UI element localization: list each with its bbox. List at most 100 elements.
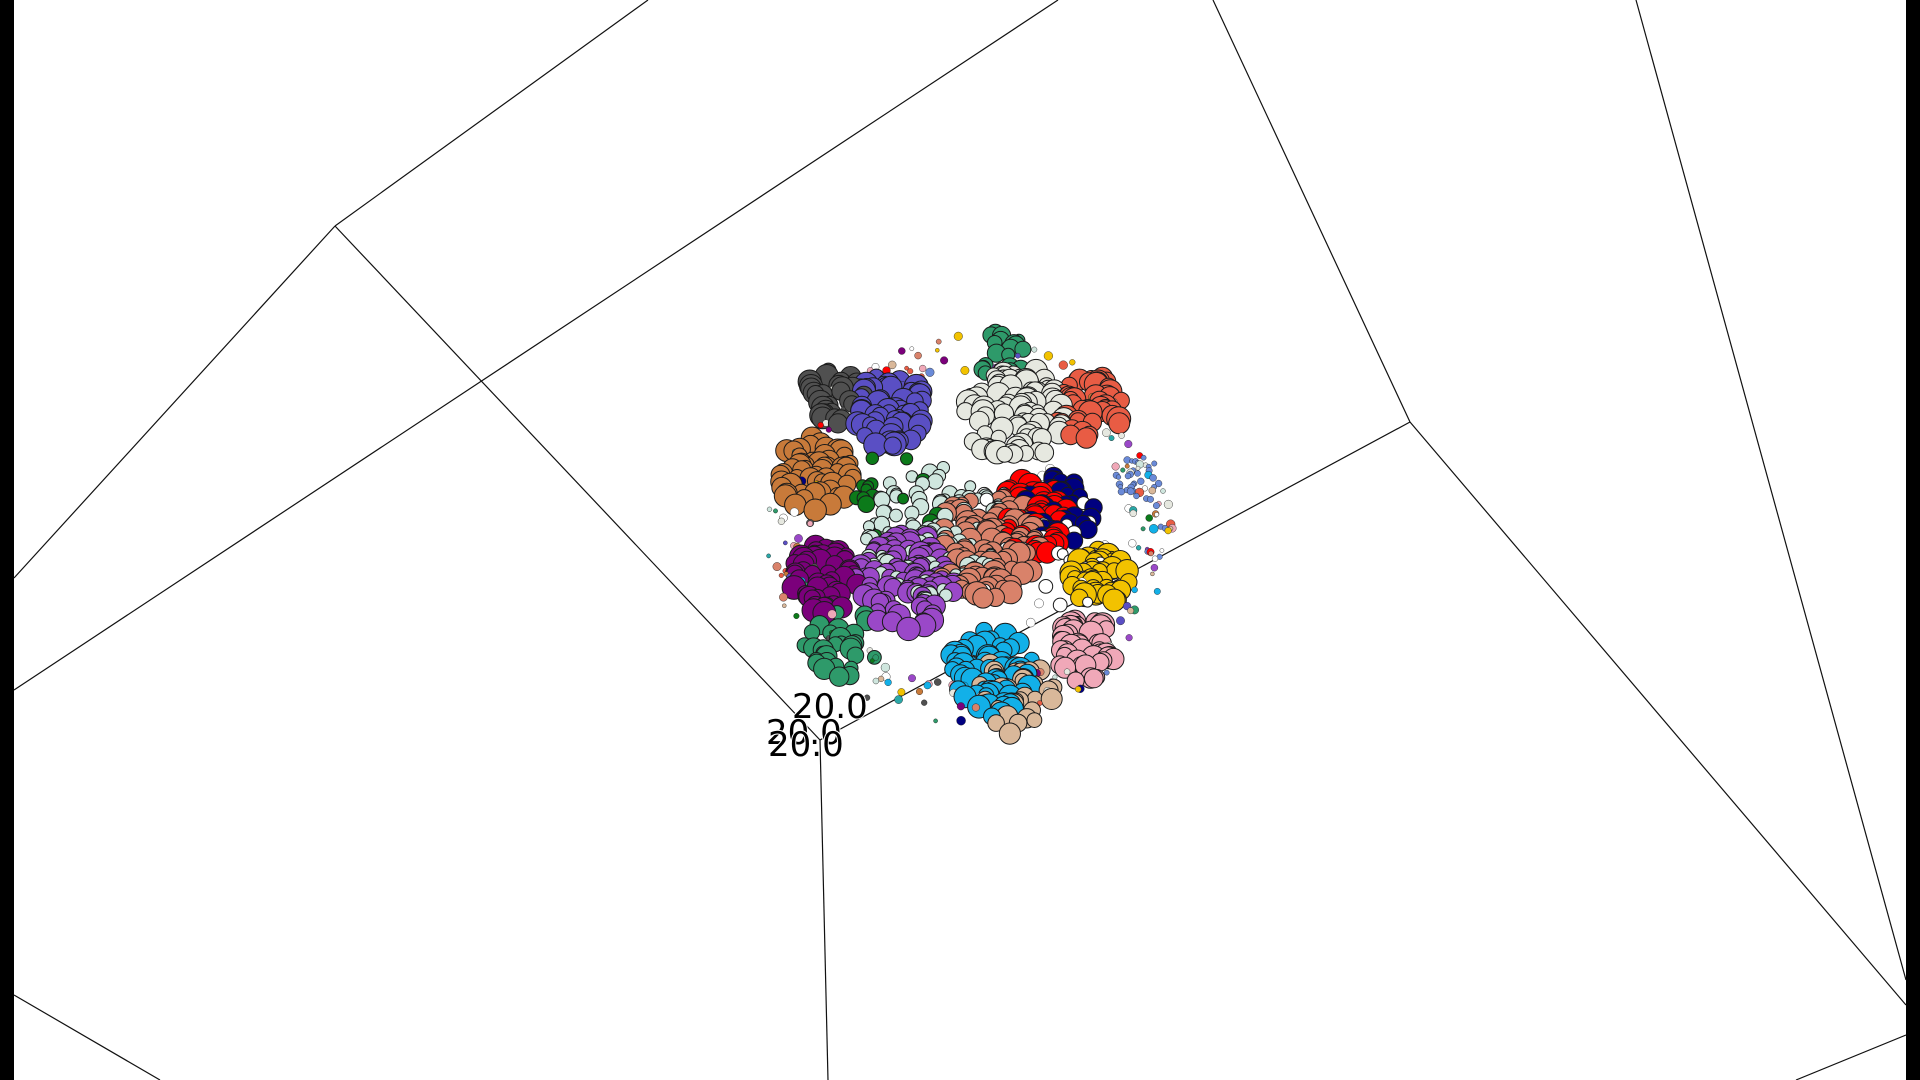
atom-sphere [888, 360, 897, 370]
atom-sphere [1124, 440, 1133, 449]
atom-sphere [1137, 477, 1145, 485]
atom-sphere [934, 678, 942, 686]
atom-sphere [1140, 454, 1147, 461]
atom-sphere [1117, 488, 1126, 496]
atom-sphere [789, 507, 799, 517]
grid-edge [13, 0, 1059, 691]
atom-sphere [1103, 669, 1110, 676]
atom-sphere [996, 445, 1013, 463]
axis-tick-label: 20.0 [768, 725, 844, 765]
atom-sphere [1120, 467, 1126, 473]
atom-sphere [1025, 617, 1036, 628]
atom-sphere [935, 338, 942, 345]
atom-sphere [1102, 428, 1111, 438]
atom-sphere [998, 722, 1022, 745]
atom-sphere [1134, 470, 1141, 477]
atom-sphere [908, 674, 916, 683]
atom-sphere [940, 356, 949, 365]
grid-edge [334, 0, 649, 227]
atom-sphere [1131, 586, 1138, 594]
atom-sphere [1075, 427, 1098, 449]
atom-sphere [1163, 499, 1173, 509]
atom-sphere [1034, 442, 1055, 463]
atom-sphere [1154, 479, 1163, 488]
atom-sphere [779, 592, 788, 602]
atom-sphere [919, 364, 927, 373]
atom-sphere [1148, 524, 1159, 534]
atom-sphere [1154, 512, 1160, 517]
atom-sphere [925, 367, 935, 377]
atom-sphere [1115, 474, 1122, 480]
atom-sphere [1038, 579, 1054, 594]
atom-sphere [1145, 514, 1153, 522]
atom-sphere [1151, 555, 1159, 562]
atom-sphere [1043, 351, 1054, 361]
atom-sphere [766, 506, 773, 512]
atom-sphere [933, 718, 938, 724]
atom-sphere [817, 422, 824, 429]
atom-sphere [1031, 346, 1038, 353]
atom-sphere [777, 517, 786, 525]
atom-sphere [1135, 545, 1142, 551]
atom-sphere [1135, 465, 1141, 471]
atom-sphere [1153, 588, 1161, 595]
atom-sphere [1164, 527, 1172, 535]
atom-sphere [872, 677, 880, 685]
protein-complex-spacefill[interactable] [766, 323, 1177, 745]
atom-sphere [766, 553, 771, 559]
atom-sphere [870, 658, 875, 664]
atom-sphere [783, 540, 788, 546]
grid-edge [1212, 0, 1411, 423]
grid-edge [819, 739, 829, 1080]
atom-sphere [1147, 495, 1154, 503]
atom-sphere [1126, 487, 1135, 496]
atom-sphere [1133, 492, 1140, 500]
atom-sphere [865, 451, 879, 465]
atom-sphere [896, 616, 921, 642]
axis-tick-labels: 20.0 20.0 20.0 [765, 686, 869, 766]
atom-sphere [825, 426, 832, 433]
atom-sphere [794, 534, 803, 543]
atom-sphere [1151, 460, 1158, 467]
atom-sphere [1118, 432, 1125, 439]
atom-sphere [1116, 616, 1125, 626]
grid-edge [13, 994, 161, 1080]
atom-sphere [953, 331, 963, 341]
atom-sphere [1108, 435, 1115, 441]
atom-sphere [1102, 588, 1126, 612]
atom-sphere [884, 678, 892, 687]
atom-sphere [956, 702, 965, 711]
atom-sphere [935, 348, 940, 353]
atom-sphere [1153, 502, 1160, 509]
atom-sphere [909, 346, 915, 352]
atom-sphere [772, 562, 782, 571]
atom-sphere [900, 452, 914, 466]
atom-sphere [1141, 485, 1148, 492]
atom-sphere [1054, 656, 1077, 679]
atom-sphere [863, 694, 871, 701]
atom-sphere [971, 703, 980, 712]
atom-sphere [827, 609, 837, 619]
atom-sphere [1140, 526, 1146, 532]
atom-sphere [923, 681, 932, 690]
atom-sphere [1129, 509, 1137, 517]
atom-sphere [987, 714, 1005, 732]
atom-sphere [1150, 564, 1159, 572]
atom-sphere [1026, 712, 1043, 728]
atom-sphere [1052, 597, 1068, 613]
axis-tick-label: 20.0 [766, 713, 842, 753]
atom-sphere [1124, 463, 1130, 469]
atom-sphere [1111, 462, 1120, 471]
bounding-grid [13, 0, 1907, 1080]
grid-edge [819, 421, 1411, 741]
atom-sphere [1083, 668, 1104, 689]
grid-edge [1409, 421, 1907, 1006]
atom-sphere [889, 508, 903, 523]
atom-sphere [793, 613, 800, 620]
atom-sphere [904, 365, 909, 371]
atom-sphere [1148, 550, 1154, 557]
atom-sphere [782, 603, 787, 608]
atom-sphere [1069, 359, 1076, 366]
